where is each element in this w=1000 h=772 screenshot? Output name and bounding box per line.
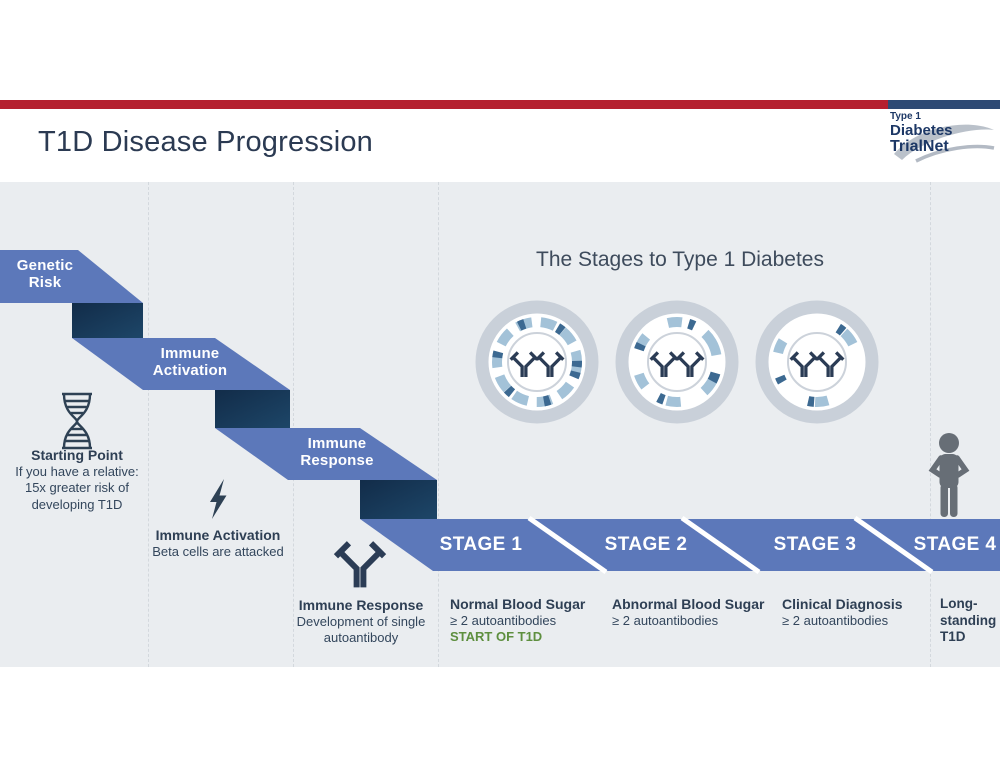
stage-4-label: STAGE 4 — [913, 534, 997, 555]
logo-line-2: Diabetes — [890, 122, 953, 139]
logo-swoosh-icon — [894, 124, 995, 163]
annotation-line: autoantibody — [323, 630, 399, 645]
stage-detail-line: ≥ 2 autoantibodies — [450, 612, 557, 628]
stage-detail-title: Long- — [940, 596, 978, 611]
trialnet-logo: Type 1 Diabetes TrialNet — [880, 108, 998, 172]
stage-detail-title: Abnormal Blood Sugar — [612, 596, 765, 612]
stages-heading: The Stages to Type 1 Diabetes — [536, 248, 824, 271]
stage-detail-title: Clinical Diagnosis — [782, 596, 903, 612]
annotation-line: Development of single — [296, 613, 426, 629]
stage-detail-line: ≥ 2 autoantibodies — [782, 612, 889, 628]
stage-1-details: Normal Blood Sugar ≥ 2 autoantibodies ST… — [450, 596, 610, 646]
stage-3-details: Clinical Diagnosis ≥ 2 autoantibodies — [782, 596, 942, 629]
annotation-title: Immune Response — [298, 597, 424, 613]
stage-detail-title: standing — [940, 612, 997, 628]
column-divider-3 — [438, 182, 439, 667]
annotation-immune-response: Immune Response Development of single au… — [286, 597, 436, 647]
stage-4-details: Long- standing T1D — [940, 596, 1000, 646]
annotation-line: Beta cells are attacked — [152, 543, 284, 559]
top-accent-bar-navy — [888, 100, 1000, 109]
column-divider-2 — [293, 182, 294, 667]
stage-2-details: Abnormal Blood Sugar ≥ 2 autoantibodies — [612, 596, 772, 629]
diagram-background — [0, 182, 1000, 667]
stage-detail-title: T1D — [940, 629, 966, 644]
stage-3-label: STAGE 3 — [773, 534, 857, 555]
annotation-title: Immune Activation — [155, 527, 281, 543]
logo-text: Type 1 Diabetes TrialNet — [890, 112, 953, 155]
step-label-genetic-risk: Genetic Risk — [16, 257, 74, 291]
stage-detail-title: Normal Blood Sugar — [450, 596, 586, 612]
annotation-starting-point: Starting Point If you have a relative: 1… — [2, 447, 152, 513]
stage-2-label: STAGE 2 — [604, 534, 688, 555]
step-label-immune-response: Immune Response — [300, 435, 374, 469]
annotation-immune-activation: Immune Activation Beta cells are attacke… — [143, 527, 293, 560]
stage-detail-line: ≥ 2 autoantibodies — [612, 612, 719, 628]
annotation-line: 15x greater risk of — [24, 480, 130, 495]
logo-line-1: Type 1 — [890, 111, 921, 122]
annotation-title: Starting Point — [31, 447, 123, 463]
stage-1-label: STAGE 1 — [439, 534, 523, 555]
logo-line-3: TrialNet — [890, 138, 949, 155]
annotation-line: developing T1D — [31, 496, 123, 512]
start-of-t1d-label: START OF T1D — [450, 629, 543, 644]
top-accent-bar-red — [0, 100, 888, 109]
column-divider-4 — [930, 182, 931, 667]
annotation-line: If you have a relative: — [15, 463, 139, 479]
step-label-immune-activation: Immune Activation — [152, 345, 228, 379]
column-divider-1 — [148, 182, 149, 667]
page-title: T1D Disease Progression — [38, 126, 374, 158]
